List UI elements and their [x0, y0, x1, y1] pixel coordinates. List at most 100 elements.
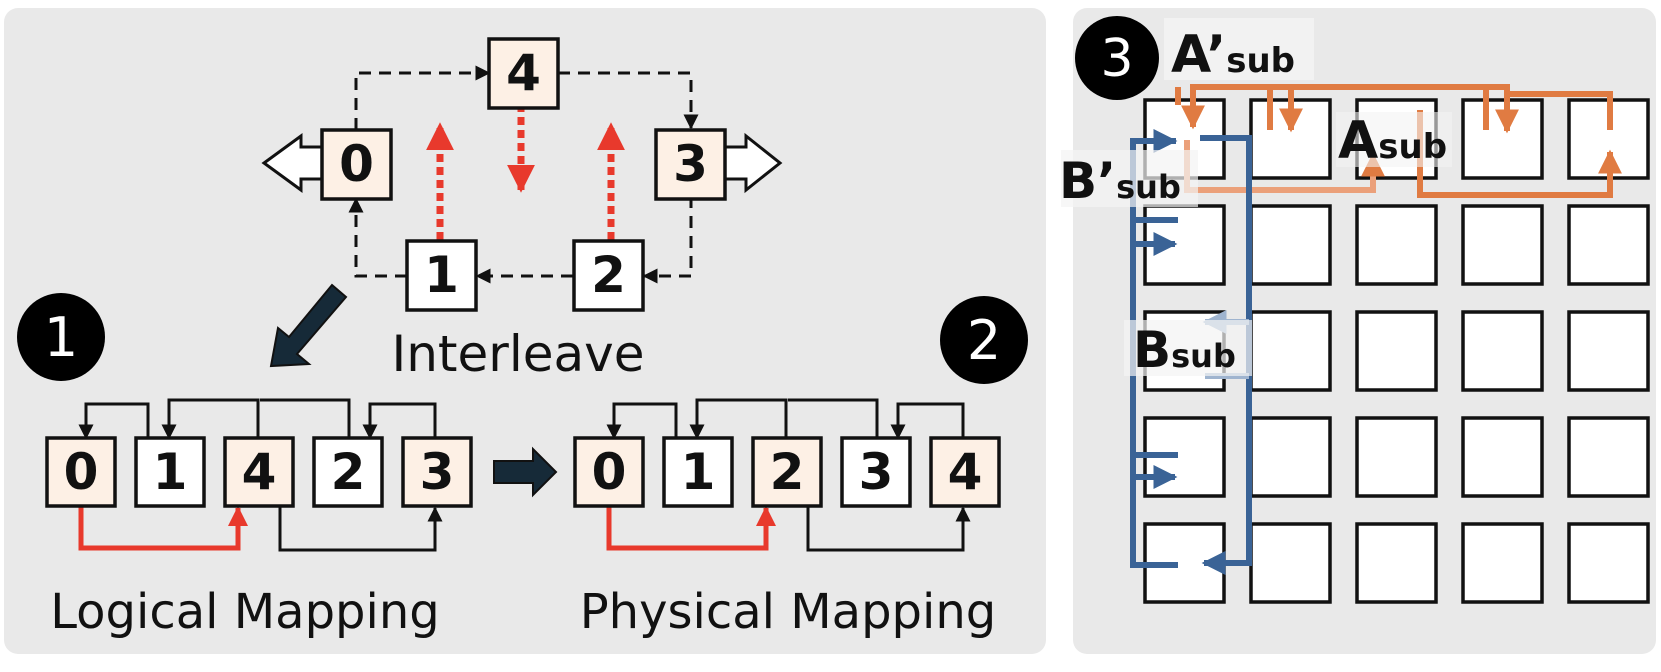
- physical-edge-1-to-0: [606, 402, 678, 440]
- pe-cell: [1461, 204, 1544, 286]
- ring-edge-0-4: [354, 65, 491, 130]
- logical-node: 4: [223, 436, 295, 508]
- a-sub-label-bg: [1336, 112, 1452, 167]
- pe-cell: [1461, 416, 1544, 498]
- logical-node: 2: [312, 436, 384, 508]
- marker-3-circle: [1075, 16, 1159, 100]
- ring-node-0-label: 0: [339, 135, 374, 193]
- logical-node: 1: [134, 436, 206, 508]
- logical-node: 0: [45, 436, 117, 508]
- marker-2: 2: [940, 296, 1028, 384]
- b-prime-sub-label-text: B’sub: [1059, 152, 1181, 210]
- physical-node: 1: [662, 436, 734, 508]
- logical-edge-1-to-0: [78, 402, 150, 440]
- physical-edge-2-to-1: [689, 398, 788, 440]
- a-prime-sub-label-bg: [1164, 18, 1314, 80]
- ring-edge-4-3: [558, 71, 699, 130]
- ring-node-1-box: [405, 239, 478, 312]
- logical-edge-3-to-2: [362, 402, 437, 440]
- marker-1-circle: [17, 293, 105, 381]
- ring-edge-3-2: [642, 196, 693, 284]
- ring-node-3-label: 3: [673, 135, 708, 193]
- physical-node-0-label: 0: [592, 443, 627, 501]
- logical-node-4-box: [223, 436, 295, 508]
- logical-node-0-box: [45, 436, 117, 508]
- logical-node-2-box: [312, 436, 384, 508]
- a-prime-sub-label-text: A’sub: [1171, 25, 1295, 85]
- logical-node-1-box: [134, 436, 206, 508]
- ring-node-2-box: [572, 239, 645, 312]
- physical-node-1-box: [662, 436, 734, 508]
- marker-3: 3: [1075, 16, 1159, 100]
- physical-node-2-box: [751, 436, 823, 508]
- ring-edge-1-0: [348, 197, 407, 278]
- physical-node-4-label: 4: [948, 443, 983, 501]
- ring-node-2-label: 2: [591, 246, 626, 304]
- a-sub-label-text: Asub: [1338, 111, 1447, 171]
- marker-3-label: 3: [1100, 29, 1133, 89]
- b-prime-sub-label-bg: [1061, 150, 1198, 207]
- pe-cell: [1249, 416, 1332, 498]
- logical-node-2-label: 2: [331, 443, 366, 501]
- logical-edge-2-to-4: [260, 398, 351, 438]
- logical-node-1-label: 1: [153, 443, 188, 501]
- b-prime-sub-label: B’sub: [1059, 150, 1198, 210]
- marker-1: 1: [17, 293, 105, 381]
- interleave-caption: Interleave: [391, 325, 644, 383]
- physical-node-0-box: [573, 436, 645, 508]
- pe-cell: [1249, 522, 1332, 604]
- dark-right-arrow: [493, 446, 558, 498]
- b-sub-label-bg: [1124, 320, 1252, 376]
- ring-node-0-box: [320, 128, 393, 201]
- a-prime-sub-main: A’: [1171, 25, 1226, 85]
- pe-cell: [1567, 416, 1650, 498]
- physical-node-3-box: [840, 436, 912, 508]
- marker-1-label: 1: [44, 306, 78, 369]
- physical-black-edge-2-to-4: [806, 505, 971, 552]
- a-prime-right-loop: [1507, 91, 1613, 130]
- pe-cell: [1249, 204, 1332, 286]
- pe-cell: [1461, 522, 1544, 604]
- ring-node-4-label: 4: [506, 44, 541, 102]
- a-sub-label: Asub: [1336, 111, 1452, 171]
- physical-node: 2: [751, 436, 823, 508]
- a-prime-sub-label: A’sub: [1164, 18, 1314, 85]
- physical-node: 0: [573, 436, 645, 508]
- physical-red-edge-0-to-2: [606, 503, 776, 551]
- marker-2-label: 2: [967, 309, 1001, 372]
- pe-cell: [1567, 204, 1650, 286]
- logical-node-3-label: 3: [420, 443, 455, 501]
- physical-mapping: 0 1 2 3 4 Physical Mapping: [573, 398, 1001, 640]
- a-sub-main: A: [1338, 111, 1378, 171]
- b-sub-main: B: [1133, 321, 1171, 379]
- a-sub-subscript: sub: [1378, 127, 1447, 167]
- ring-node-2: 2: [572, 239, 645, 312]
- ring-node-1-label: 1: [424, 246, 459, 304]
- physical-mapping-caption: Physical Mapping: [580, 584, 997, 640]
- ring-node-3: 3: [654, 128, 727, 201]
- pe-cell: [1461, 310, 1544, 392]
- pe-cell: [1355, 416, 1438, 498]
- physical-node-4-box: [929, 436, 1001, 508]
- pe-cell: [1567, 310, 1650, 392]
- logical-black-edge-4-to-3: [278, 505, 443, 552]
- ring-node-4: 4: [487, 37, 560, 110]
- pe-cell: [1567, 522, 1650, 604]
- a-prime-sub-subscript: sub: [1226, 41, 1295, 81]
- ring-node-1: 1: [405, 239, 478, 312]
- b-sub-label: Bsub: [1124, 320, 1252, 379]
- b-prime-sub-subscript: sub: [1116, 168, 1181, 206]
- b-sub-label-text: Bsub: [1133, 321, 1236, 379]
- interleave-ring: 4 0 3 1 2 Interleave: [261, 37, 783, 383]
- logical-edge-4-to-1: [161, 398, 260, 440]
- pe-cell: [1355, 310, 1438, 392]
- physical-node: 4: [929, 436, 1001, 508]
- logical-node-4-label: 4: [242, 443, 277, 501]
- physical-edge-4-to-3: [890, 402, 965, 440]
- logical-node-3-box: [401, 436, 473, 508]
- marker-2-circle: [940, 296, 1028, 384]
- pe-cell: [1355, 204, 1438, 286]
- logical-node-0-label: 0: [64, 443, 99, 501]
- physical-node-1-label: 1: [681, 443, 716, 501]
